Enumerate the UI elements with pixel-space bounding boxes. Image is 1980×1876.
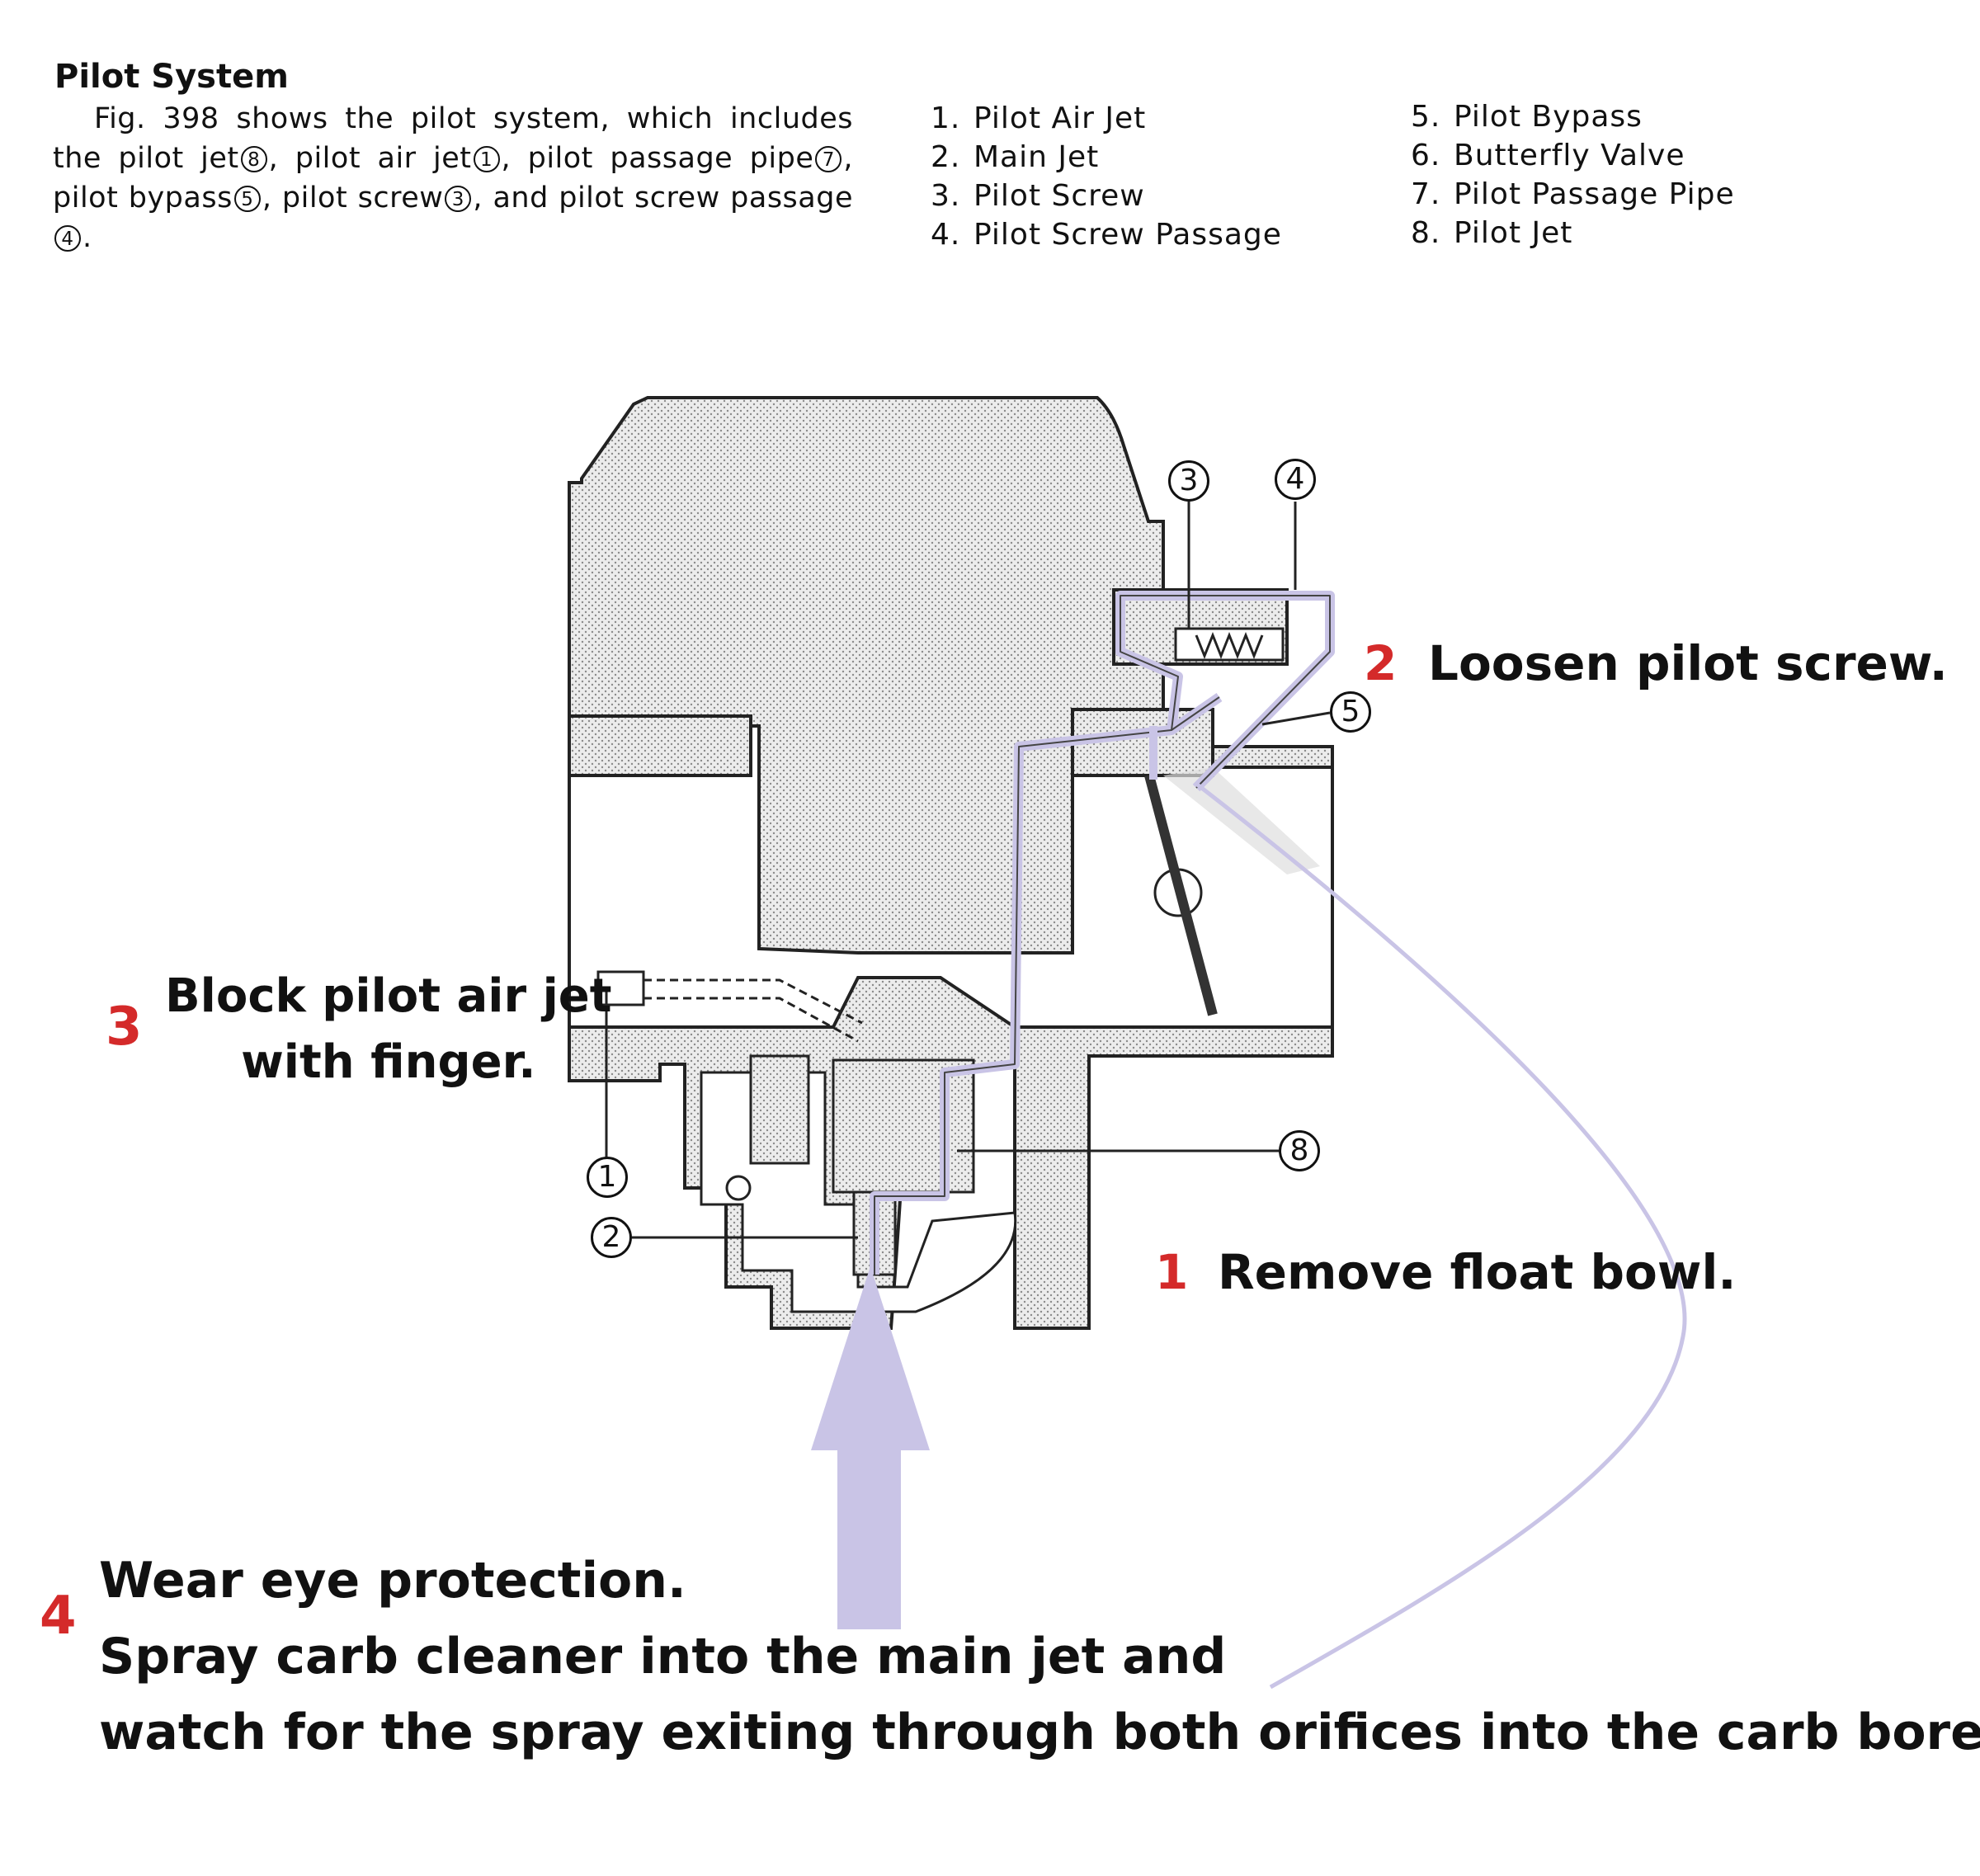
legend-label: Pilot Bypass xyxy=(1454,100,1643,134)
callout-4: 4 xyxy=(1275,459,1316,500)
legend-item: 3. Pilot Screw xyxy=(931,177,1282,215)
pilot-passage-line xyxy=(874,595,1331,1275)
legend-number: 2. xyxy=(931,140,961,174)
intro-text: , and pilot screw passage xyxy=(473,181,853,214)
pilot-screw-spring xyxy=(1195,631,1264,660)
legend-label: Pilot Screw xyxy=(974,179,1145,213)
spray-arrow xyxy=(811,1266,930,1629)
step-text: Block pilot air jet xyxy=(165,969,612,1023)
step-text: with finger. xyxy=(241,1035,536,1089)
ref-circle: 5 xyxy=(233,186,261,212)
float-pivot xyxy=(725,1175,752,1201)
legend-number: 8. xyxy=(1411,216,1441,250)
step-number: 3 xyxy=(106,997,143,1058)
step-text: Spray carb cleaner into the main jet and xyxy=(99,1628,1227,1685)
callout-1: 1 xyxy=(587,1157,628,1198)
jet-block xyxy=(832,1058,975,1194)
legend-number: 6. xyxy=(1411,139,1441,172)
intro-paragraph: Fig. 398 shows the pilot system, which i… xyxy=(53,99,853,257)
callout-5: 5 xyxy=(1330,691,1371,733)
legend-label: Pilot Screw Passage xyxy=(974,218,1282,252)
legend-number: 3. xyxy=(931,179,961,213)
ref-circle: 7 xyxy=(815,146,842,172)
legend-number: 7. xyxy=(1411,177,1441,211)
legend-item: 8. Pilot Jet xyxy=(1411,214,1735,252)
step-text: Loosen pilot screw. xyxy=(1428,635,1948,691)
ref-circle: 1 xyxy=(473,146,500,172)
butterfly-valve xyxy=(1144,774,1218,1016)
callout-8: 8 xyxy=(1279,1130,1320,1171)
section-heading: Pilot System xyxy=(54,58,289,96)
legend-number: 5. xyxy=(1411,100,1441,134)
legend-number: 1. xyxy=(931,101,961,135)
legend-label: Main Jet xyxy=(974,140,1100,174)
air-passage xyxy=(644,978,863,1043)
step-number: 2 xyxy=(1364,635,1398,691)
legend-item: 5. Pilot Bypass xyxy=(1411,97,1735,136)
legend-item: 4. Pilot Screw Passage xyxy=(931,215,1282,254)
callout-2: 2 xyxy=(591,1217,632,1258)
step-number: 1 xyxy=(1155,1244,1189,1300)
ref-circle: 3 xyxy=(445,186,472,212)
legend-item: 7. Pilot Passage Pipe xyxy=(1411,175,1735,214)
step-block-air-jet: Block pilot air jet with finger. xyxy=(165,964,612,1096)
step-remove-float-bowl: 1 Remove float bowl. xyxy=(1155,1244,1736,1300)
legend-label: Pilot Air Jet xyxy=(974,101,1147,135)
carb-bore xyxy=(568,767,1334,1056)
step-text: Remove float bowl. xyxy=(1218,1244,1737,1300)
legend-item: 6. Butterfly Valve xyxy=(1411,136,1735,175)
needle-valve xyxy=(749,1054,810,1165)
step-spray-cleaner: Wear eye protection. Spray carb cleaner … xyxy=(99,1543,1980,1770)
bore-left-wall xyxy=(568,714,752,777)
spray-path-curve xyxy=(1195,782,1687,1690)
step-loosen-pilot-screw: 2 Loosen pilot screw. xyxy=(1364,635,1948,691)
step-number: 4 xyxy=(40,1586,77,1647)
legend-label: Butterfly Valve xyxy=(1454,139,1685,172)
ref-circle: 8 xyxy=(240,146,267,172)
legend-list-left: 1. Pilot Air Jet 2. Main Jet 3. Pilot Screw… xyxy=(931,99,1282,254)
intro-text: , pilot passage pipe xyxy=(501,142,814,175)
carb-top-body xyxy=(568,396,1165,954)
intro-text: . xyxy=(82,221,92,254)
intro-text: , pilot air jet xyxy=(268,142,472,175)
legend-list-right: 5. Pilot Bypass 6. Butterfly Valve 7. Pilot… xyxy=(1411,97,1735,252)
ref-circle: 4 xyxy=(54,225,81,252)
leader-5 xyxy=(1261,711,1331,726)
intro-text: Fig. 398 shows the pilot system, which i… xyxy=(53,102,853,175)
intro-text: , pilot bypass xyxy=(53,142,853,214)
legend-item: 1. Pilot Air Jet xyxy=(931,99,1282,138)
legend-item: 2. Main Jet xyxy=(931,138,1282,177)
callout-3: 3 xyxy=(1168,460,1209,502)
legend-number: 4. xyxy=(931,218,961,252)
step-text: watch for the spray exiting through both… xyxy=(99,1704,1980,1761)
intro-text: , pilot screw xyxy=(262,181,444,214)
legend-label: Pilot Jet xyxy=(1454,216,1573,250)
legend-label: Pilot Passage Pipe xyxy=(1454,177,1735,211)
step-text: Wear eye protection. xyxy=(99,1552,686,1610)
